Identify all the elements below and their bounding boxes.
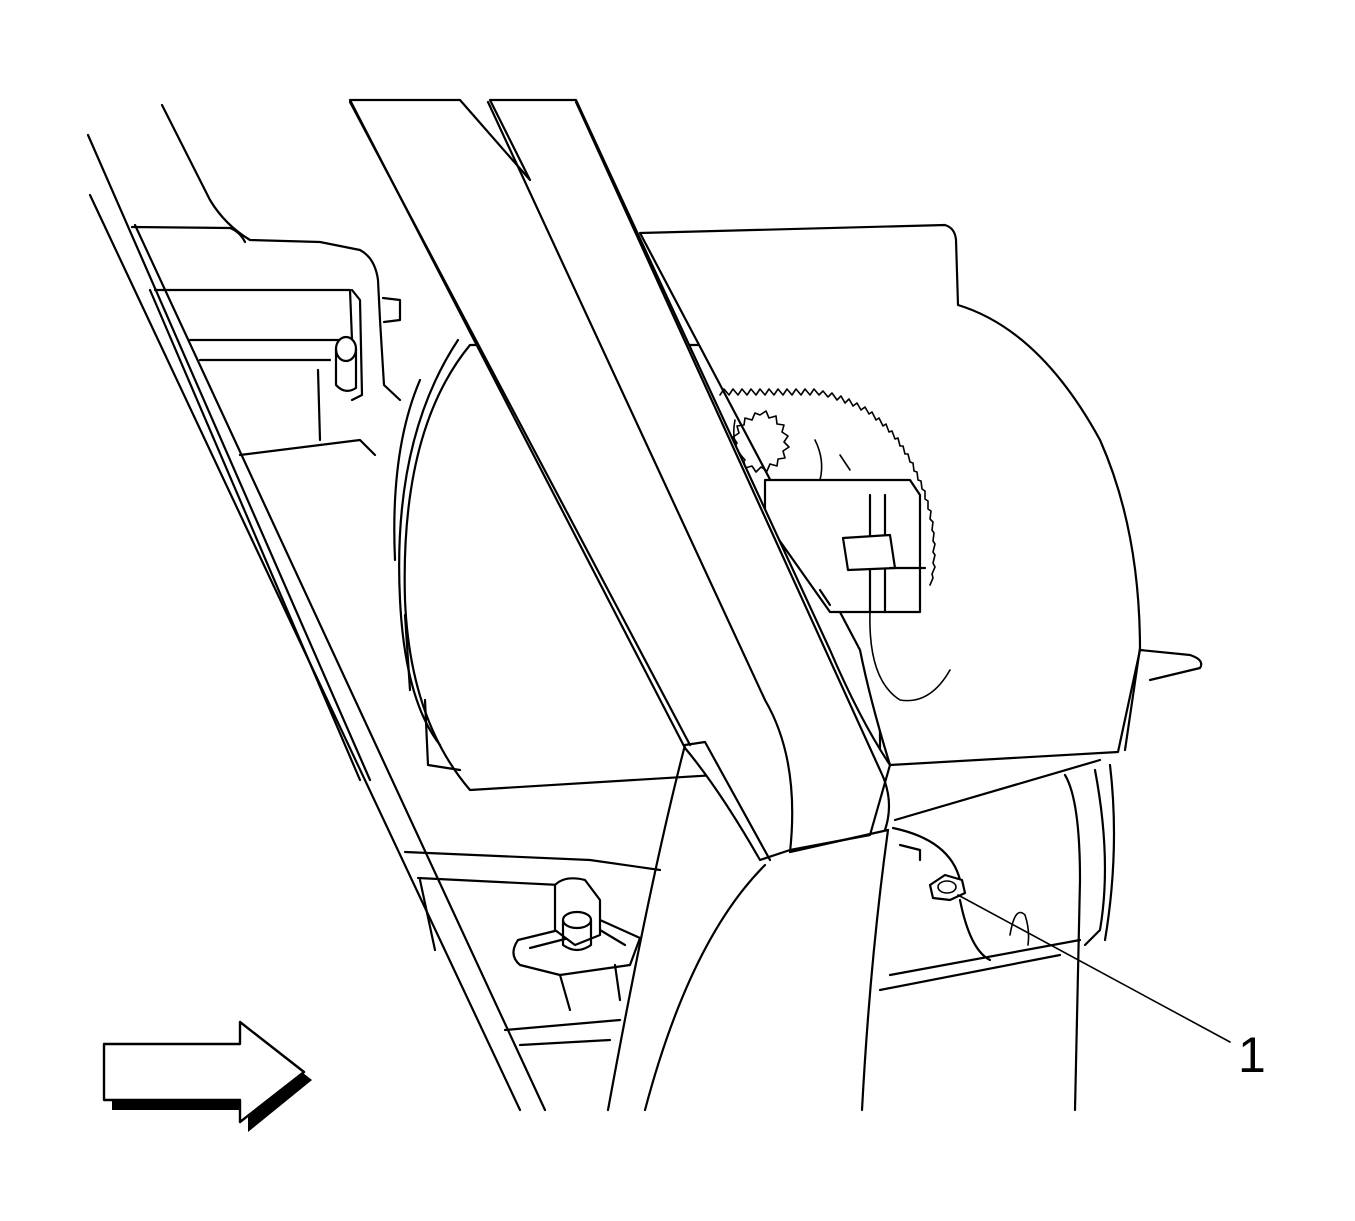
lower-right-housing [878,758,1116,1112]
center-trim-pillar [348,98,892,1112]
hvac-housing [638,223,1203,767]
fastener-nut [928,873,967,902]
left-trim-panel [86,133,547,1112]
pinion-gear [732,410,790,473]
callout-label: 1 [1238,1027,1266,1083]
callout-leader-line [957,894,1231,1043]
mounting-bracket [130,103,402,457]
right-arrow-icon [102,1020,312,1132]
callout-1: 1 [957,894,1266,1083]
lower-linkage [403,850,662,1047]
sector-gear [719,388,936,586]
